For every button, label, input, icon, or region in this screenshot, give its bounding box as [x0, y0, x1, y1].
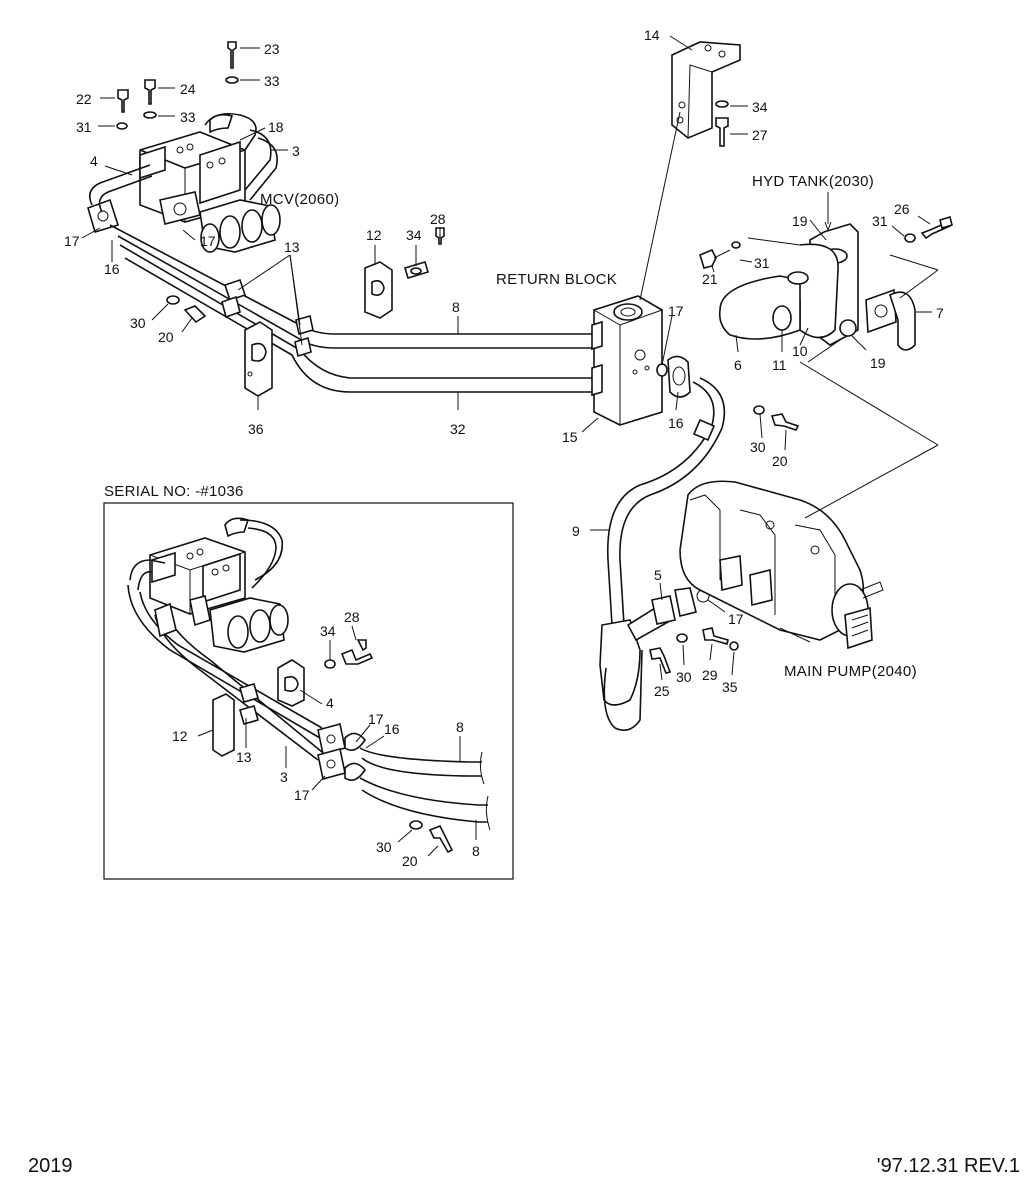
callout-7: 7 — [936, 305, 944, 321]
inset-callouts: 34 28 4 12 13 3 17 16 17 8 8 30 20 — [172, 609, 480, 869]
main-pump — [679, 480, 884, 650]
callout-17: 17 — [728, 611, 744, 627]
revision-stamp: '97.12.31 REV.1 — [877, 1155, 1020, 1177]
callout-33: 33 — [264, 73, 280, 89]
callout-19: 19 — [870, 355, 886, 371]
callout-16: 16 — [668, 415, 684, 431]
inset-callout-28: 28 — [344, 609, 360, 625]
page-number: 2019 — [28, 1155, 73, 1177]
assembly-labels: MCV(2060) RETURN BLOCK HYD TANK(2030) MA… — [260, 173, 917, 680]
inset-callout-17: 17 — [294, 787, 310, 803]
inset-callout-8: 8 — [456, 719, 464, 735]
callout-13: 13 — [284, 239, 300, 255]
callout-17: 17 — [668, 303, 684, 319]
callout-8: 8 — [452, 299, 460, 315]
callout-33: 33 — [180, 109, 196, 125]
callout-24: 24 — [180, 81, 196, 97]
callout-36: 36 — [248, 421, 264, 437]
label-hyd-tank: HYD TANK(2030) — [752, 173, 874, 190]
callout-12: 12 — [366, 227, 382, 243]
mcv-hardware — [116, 41, 445, 324]
callout-16: 16 — [104, 261, 120, 277]
callout-17: 17 — [200, 233, 216, 249]
main-callouts: 23 33 22 24 33 31 18 3 4 17 17 16 13 12 … — [64, 27, 944, 699]
inset-frame — [103, 502, 514, 880]
callout-3: 3 — [292, 143, 300, 159]
callout-20: 20 — [158, 329, 174, 345]
callout-32: 32 — [450, 421, 466, 437]
callout-29: 29 — [702, 667, 718, 683]
callout-22: 22 — [76, 91, 92, 107]
callout-17: 17 — [64, 233, 80, 249]
callout-34: 34 — [752, 99, 768, 115]
inset-callout-20: 20 — [402, 853, 418, 869]
bracket-14 — [671, 41, 741, 147]
inset-callout-17: 17 — [368, 711, 384, 727]
callout-31: 31 — [754, 255, 770, 271]
leader-lines — [81, 35, 939, 681]
inset-callout-12: 12 — [172, 728, 188, 744]
callout-23: 23 — [264, 41, 280, 57]
callout-9: 9 — [572, 523, 580, 539]
inset-title: SERIAL NO: -#1036 — [104, 483, 244, 500]
inset-callout-3: 3 — [280, 769, 288, 785]
callout-28: 28 — [430, 211, 446, 227]
inset-leader-lines — [197, 625, 477, 857]
callout-25: 25 — [654, 683, 670, 699]
mcv-assembly — [87, 112, 600, 393]
hose-9 — [599, 377, 800, 731]
callout-11: 11 — [772, 357, 787, 373]
callout-30: 30 — [750, 439, 766, 455]
footer: 2019 '97.12.31 REV.1 — [28, 1155, 1020, 1177]
inset-callout-4: 4 — [326, 695, 334, 711]
callout-6: 6 — [734, 357, 742, 373]
inset-callout-16: 16 — [384, 721, 400, 737]
callout-27: 27 — [752, 127, 768, 143]
callout-18: 18 — [268, 119, 284, 135]
callout-34: 34 — [406, 227, 422, 243]
callout-5: 5 — [654, 567, 662, 583]
inset-callout-8: 8 — [472, 843, 480, 859]
label-main-pump: MAIN PUMP(2040) — [784, 663, 917, 680]
inset-callout-30: 30 — [376, 839, 392, 855]
callout-14: 14 — [644, 27, 660, 43]
clamp-brackets — [244, 261, 393, 397]
callout-20: 20 — [772, 453, 788, 469]
callout-26: 26 — [894, 201, 910, 217]
callout-10: 10 — [792, 343, 808, 359]
label-mcv: MCV(2060) — [260, 191, 339, 208]
callout-19: 19 — [792, 213, 808, 229]
label-return-block: RETURN BLOCK — [496, 271, 617, 288]
callout-21: 21 — [702, 271, 718, 287]
callout-15: 15 — [562, 429, 578, 445]
callout-31: 31 — [76, 119, 92, 135]
callout-4: 4 — [90, 153, 98, 169]
inset-callout-34: 34 — [320, 623, 336, 639]
inset-callout-13: 13 — [236, 749, 252, 765]
hyd-tank-fittings — [699, 215, 953, 351]
callout-35: 35 — [722, 679, 738, 695]
callout-30: 30 — [676, 669, 692, 685]
inset-serial-variant: SERIAL NO: -#1036 — [103, 483, 514, 880]
callout-30: 30 — [130, 315, 146, 331]
callout-31: 31 — [872, 213, 888, 229]
